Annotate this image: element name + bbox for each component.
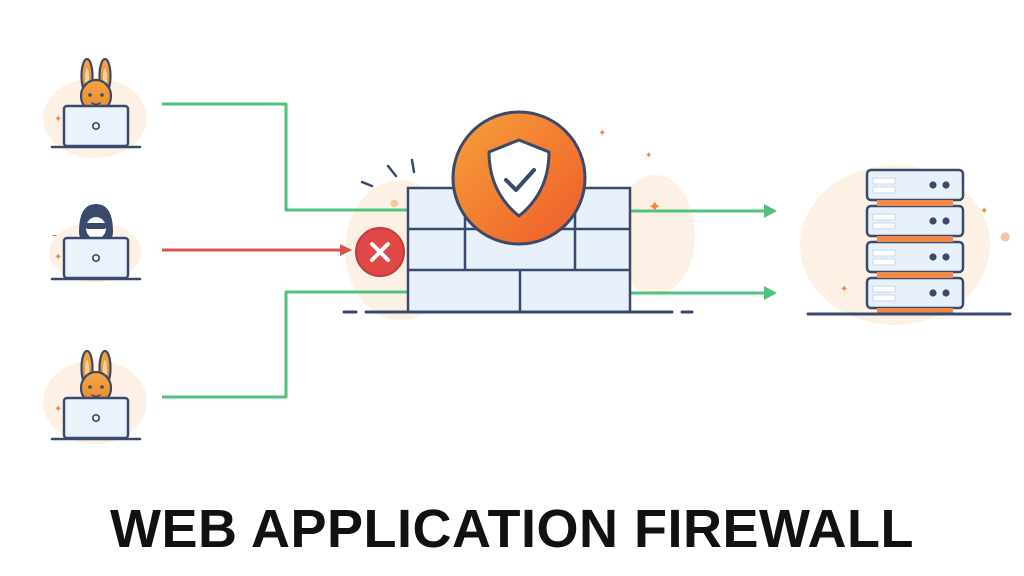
sparkles: ✦ ✦ ✦ ● <box>390 128 661 216</box>
svg-text:✦: ✦ <box>648 197 661 216</box>
page-title: WEB APPLICATION FIREWALL <box>110 499 914 559</box>
laptop-icon <box>50 396 142 441</box>
svg-text:✦: ✦ <box>54 114 62 125</box>
svg-text:●: ● <box>1000 229 1010 243</box>
allowed-flow-out-bottom <box>630 286 777 300</box>
svg-text:●: ● <box>390 198 399 209</box>
svg-text:✦: ✦ <box>54 404 62 415</box>
blocked-flow <box>162 244 352 256</box>
user-bottom: ✦ <box>50 349 142 441</box>
shield-check-icon <box>451 110 587 246</box>
svg-text:–: – <box>52 230 57 241</box>
allowed-flow-out-top <box>630 204 777 218</box>
svg-text:✦: ✦ <box>980 206 988 217</box>
svg-text:✦: ✦ <box>598 128 606 139</box>
allowed-flow-top <box>162 102 408 212</box>
server-rack-icon: ✦ ✦ ● <box>806 168 1012 316</box>
impact-marks <box>360 158 416 188</box>
user-attacker: – ✦ <box>50 204 142 281</box>
laptop-icon <box>50 236 142 281</box>
svg-text:✦: ✦ <box>54 252 62 263</box>
allowed-flow-bottom <box>162 290 408 399</box>
svg-text:✦: ✦ <box>645 151 653 161</box>
laptop-icon <box>50 104 142 149</box>
svg-text:✦: ✦ <box>840 284 848 295</box>
user-top: ✦ <box>50 57 142 149</box>
x-circle-icon <box>355 227 405 277</box>
